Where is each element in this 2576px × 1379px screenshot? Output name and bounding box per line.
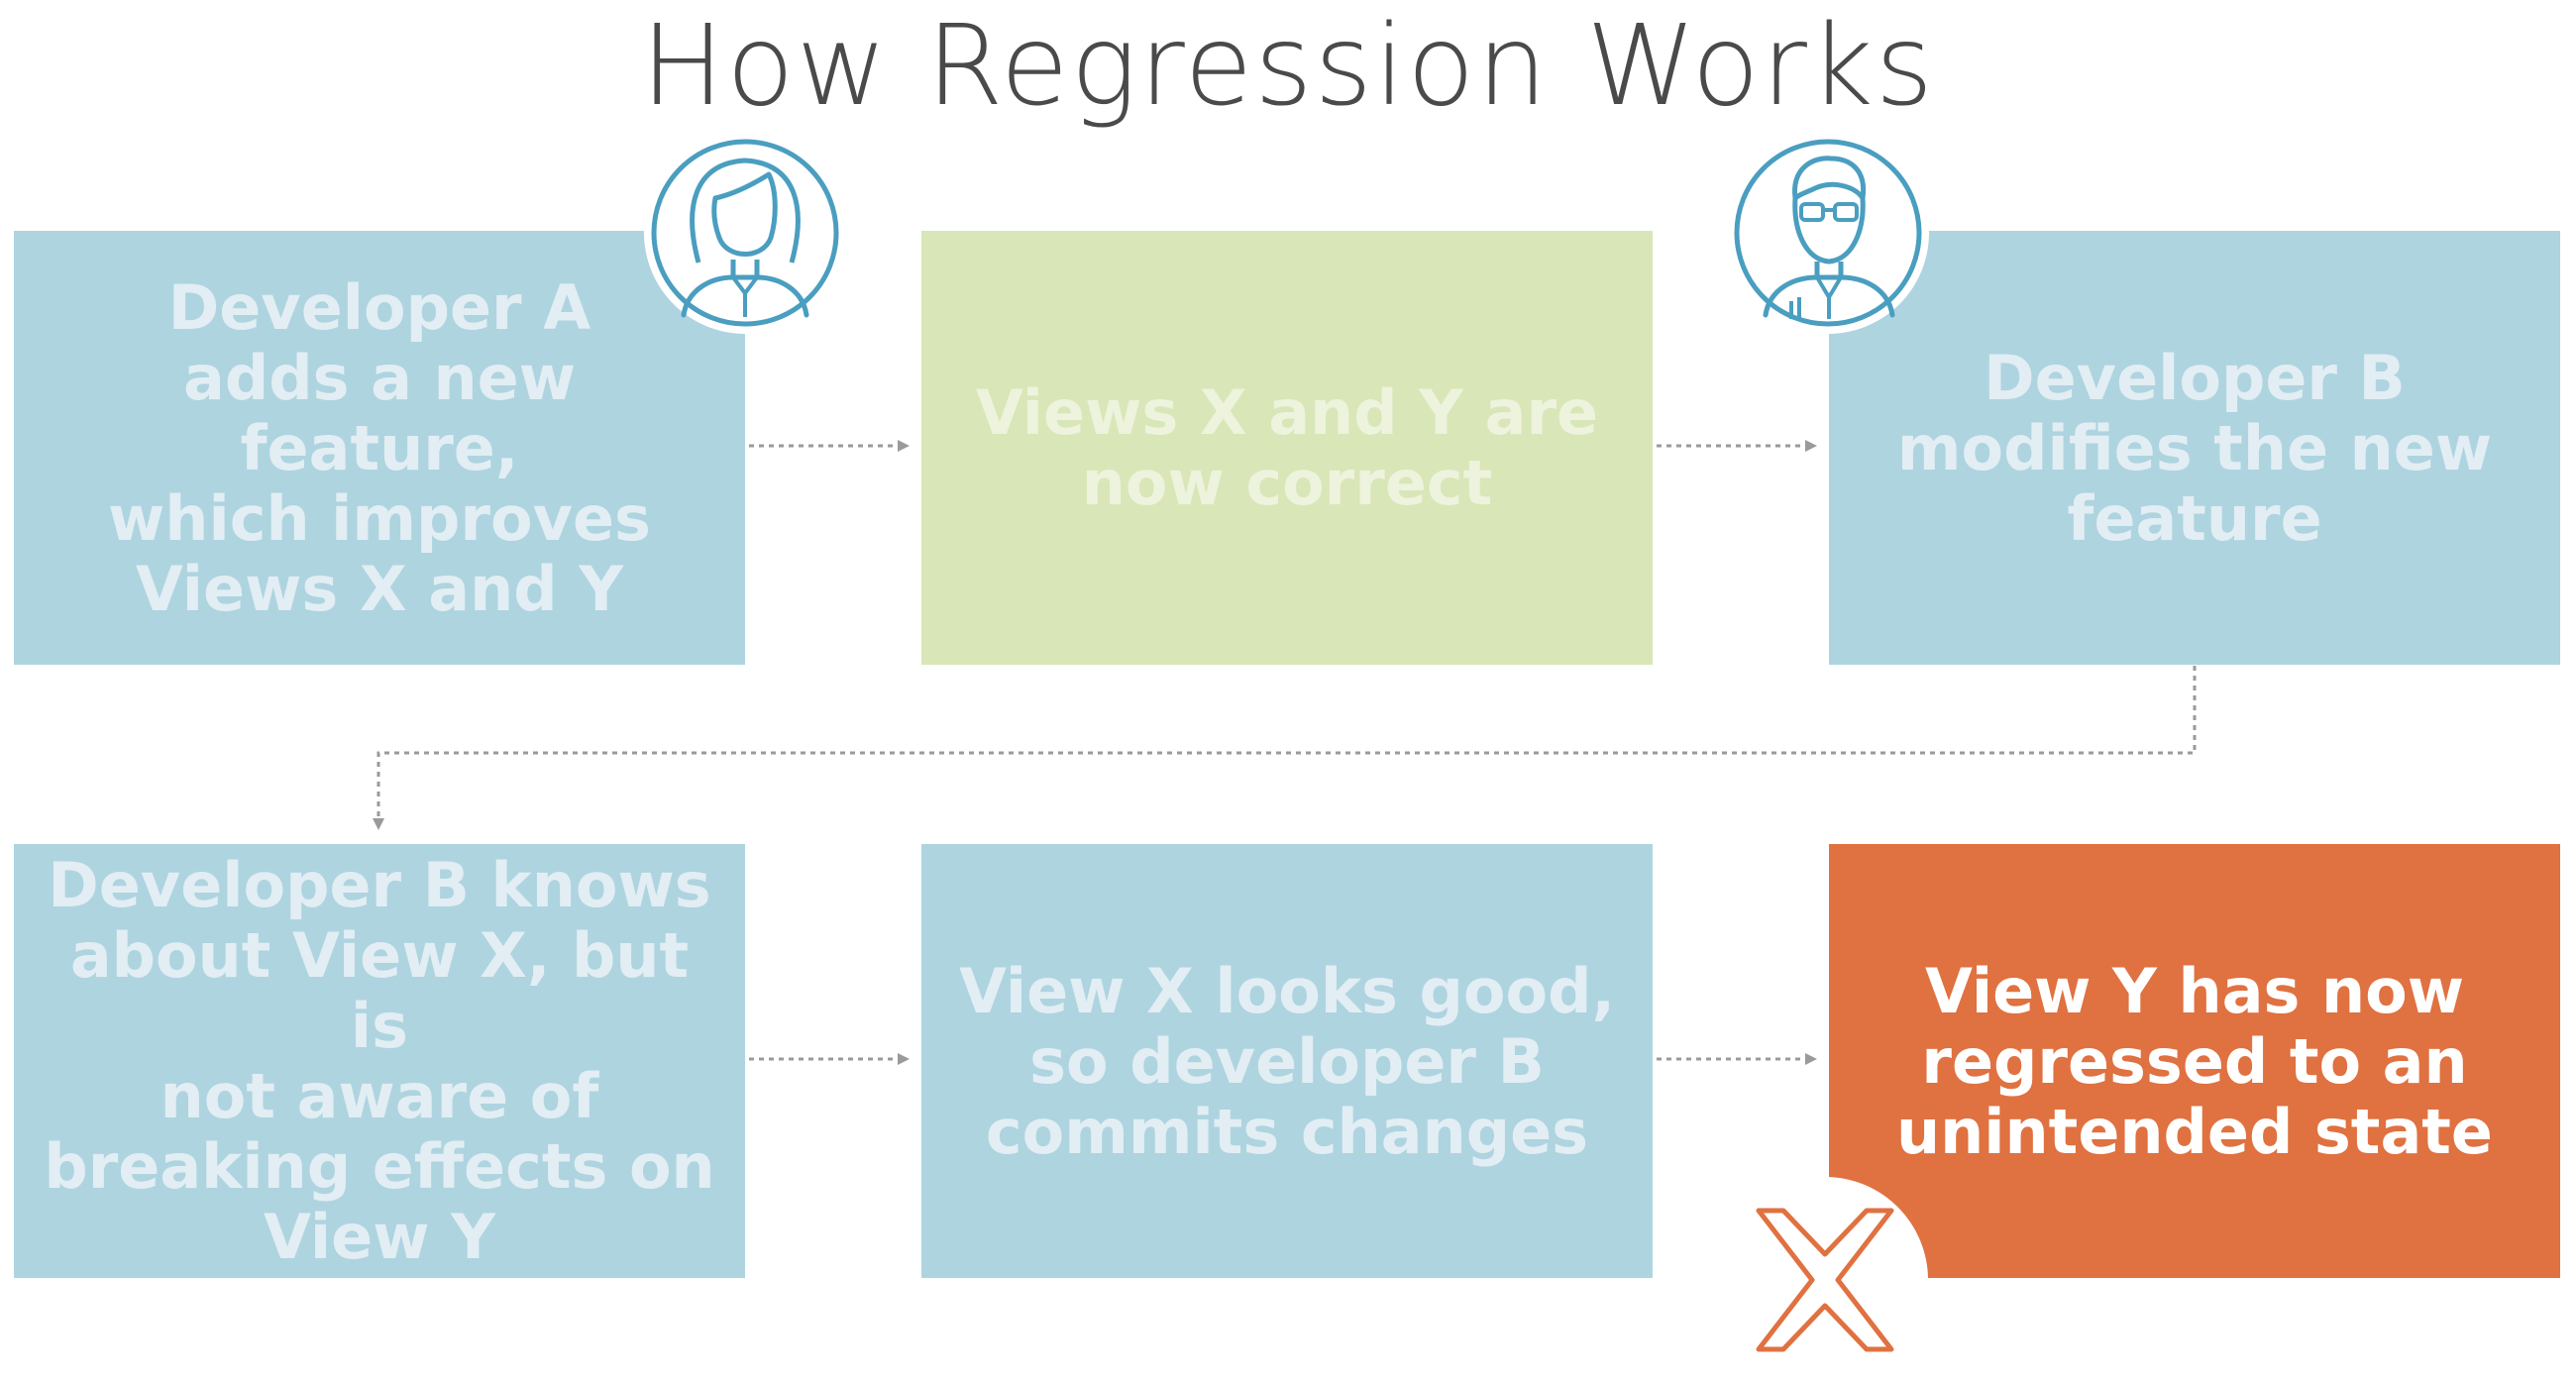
step-label: View Y has now regressed to an unintende… (1896, 954, 2493, 1168)
step-developer-b-unaware: Developer B knows about View X, but is n… (14, 844, 745, 1278)
step-developer-b-modifies: Developer B modifies the new feature (1829, 231, 2560, 665)
connector-arrow (373, 666, 2197, 830)
step-label: Views X and Y are now correct (975, 376, 1599, 519)
step-developer-a-adds-feature: Developer A adds a new feature, which im… (14, 231, 745, 665)
male-developer-avatar-icon (1727, 132, 1929, 334)
step-label: Developer A adds a new feature, which im… (108, 270, 651, 625)
diagram-title: How Regression Works (640, 2, 1936, 131)
step-commits-changes: View X looks good, so developer B commit… (921, 844, 1653, 1278)
step-label: View X looks good, so developer B commit… (958, 954, 1616, 1168)
step-view-y-regressed: View Y has now regressed to an unintende… (1829, 844, 2560, 1278)
x-mark-icon (1722, 1177, 1928, 1379)
female-developer-avatar-icon (644, 132, 846, 334)
step-label: Developer B knows about View X, but is n… (44, 849, 715, 1273)
step-label: Developer B modifies the new feature (1896, 341, 2493, 555)
step-views-correct: Views X and Y are now correct (921, 231, 1653, 665)
